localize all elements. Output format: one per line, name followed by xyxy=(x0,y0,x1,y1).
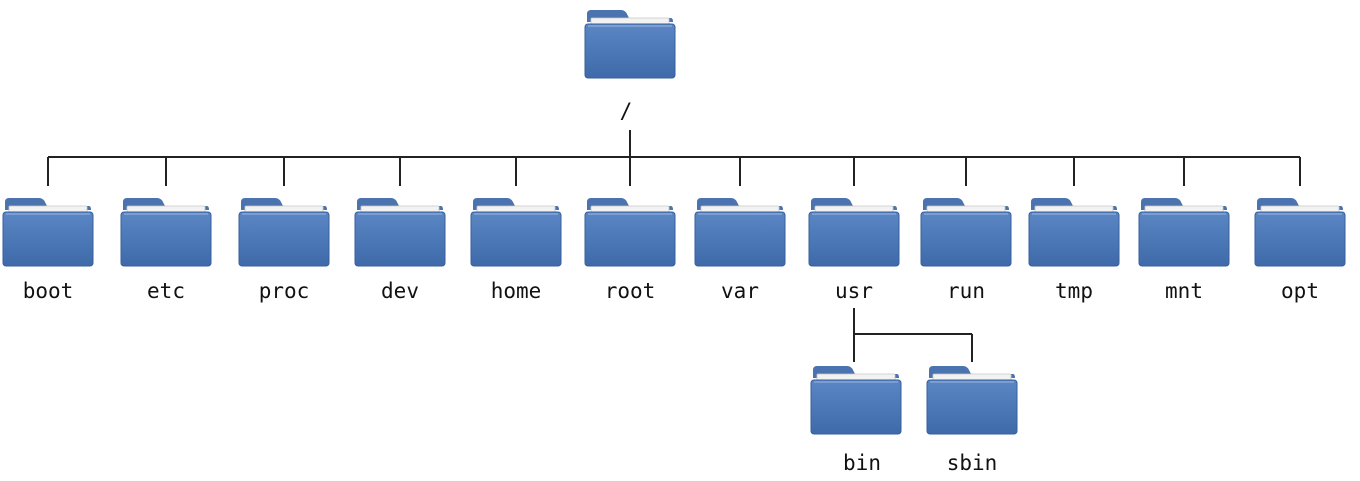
dir-opt-folder-icon[interactable] xyxy=(1254,198,1346,267)
dir-dev-folder-icon[interactable] xyxy=(354,198,446,267)
dir-sbin-folder-icon[interactable] xyxy=(926,366,1018,435)
dir-root-folder-icon[interactable] xyxy=(584,198,676,267)
dir-bin-folder-icon[interactable] xyxy=(810,366,902,435)
folder-front xyxy=(2,211,94,267)
folder-front xyxy=(238,211,330,267)
dir-proc-folder-icon[interactable] xyxy=(238,198,330,267)
dir-boot-label: boot xyxy=(23,279,74,303)
dir-tmp-folder-icon[interactable] xyxy=(1028,198,1120,267)
dir-opt-label: opt xyxy=(1281,279,1319,303)
dir-mnt-folder-icon[interactable] xyxy=(1138,198,1230,267)
folder-front xyxy=(926,379,1018,435)
folder-front xyxy=(1138,211,1230,267)
root-dir-folder-icon[interactable] xyxy=(584,10,676,79)
folder-front xyxy=(1254,211,1346,267)
dir-root-label: root xyxy=(605,279,656,303)
dir-run-label: run xyxy=(947,279,985,303)
dir-etc-folder-icon[interactable] xyxy=(120,198,212,267)
folder-front xyxy=(920,211,1012,267)
folder-front xyxy=(810,379,902,435)
dir-etc-label: etc xyxy=(147,279,185,303)
dir-tmp-label: tmp xyxy=(1055,279,1093,303)
dir-home-folder-icon[interactable] xyxy=(470,198,562,267)
folder-front xyxy=(354,211,446,267)
dir-home-label: home xyxy=(491,279,542,303)
folder-front xyxy=(584,23,676,79)
folder-front xyxy=(694,211,786,267)
dir-boot-folder-icon[interactable] xyxy=(2,198,94,267)
dir-usr-folder-icon[interactable] xyxy=(808,198,900,267)
dir-usr-label: usr xyxy=(835,279,873,303)
dir-run-folder-icon[interactable] xyxy=(920,198,1012,267)
folder-front xyxy=(584,211,676,267)
folder-front xyxy=(470,211,562,267)
folder-front xyxy=(808,211,900,267)
dir-bin-label: bin xyxy=(843,451,881,475)
tree-nodes: / boot etc proc dev home root var usr bin sbin run t… xyxy=(2,10,1346,475)
dir-mnt-label: mnt xyxy=(1165,279,1203,303)
tree-connectors xyxy=(47,130,1301,362)
dir-var-label: var xyxy=(721,279,759,303)
folder-front xyxy=(120,211,212,267)
dir-proc-label: proc xyxy=(259,279,310,303)
folder-front xyxy=(1028,211,1120,267)
dir-var-folder-icon[interactable] xyxy=(694,198,786,267)
root-dir-label: / xyxy=(620,99,633,123)
dir-sbin-label: sbin xyxy=(947,451,998,475)
dir-dev-label: dev xyxy=(381,279,419,303)
